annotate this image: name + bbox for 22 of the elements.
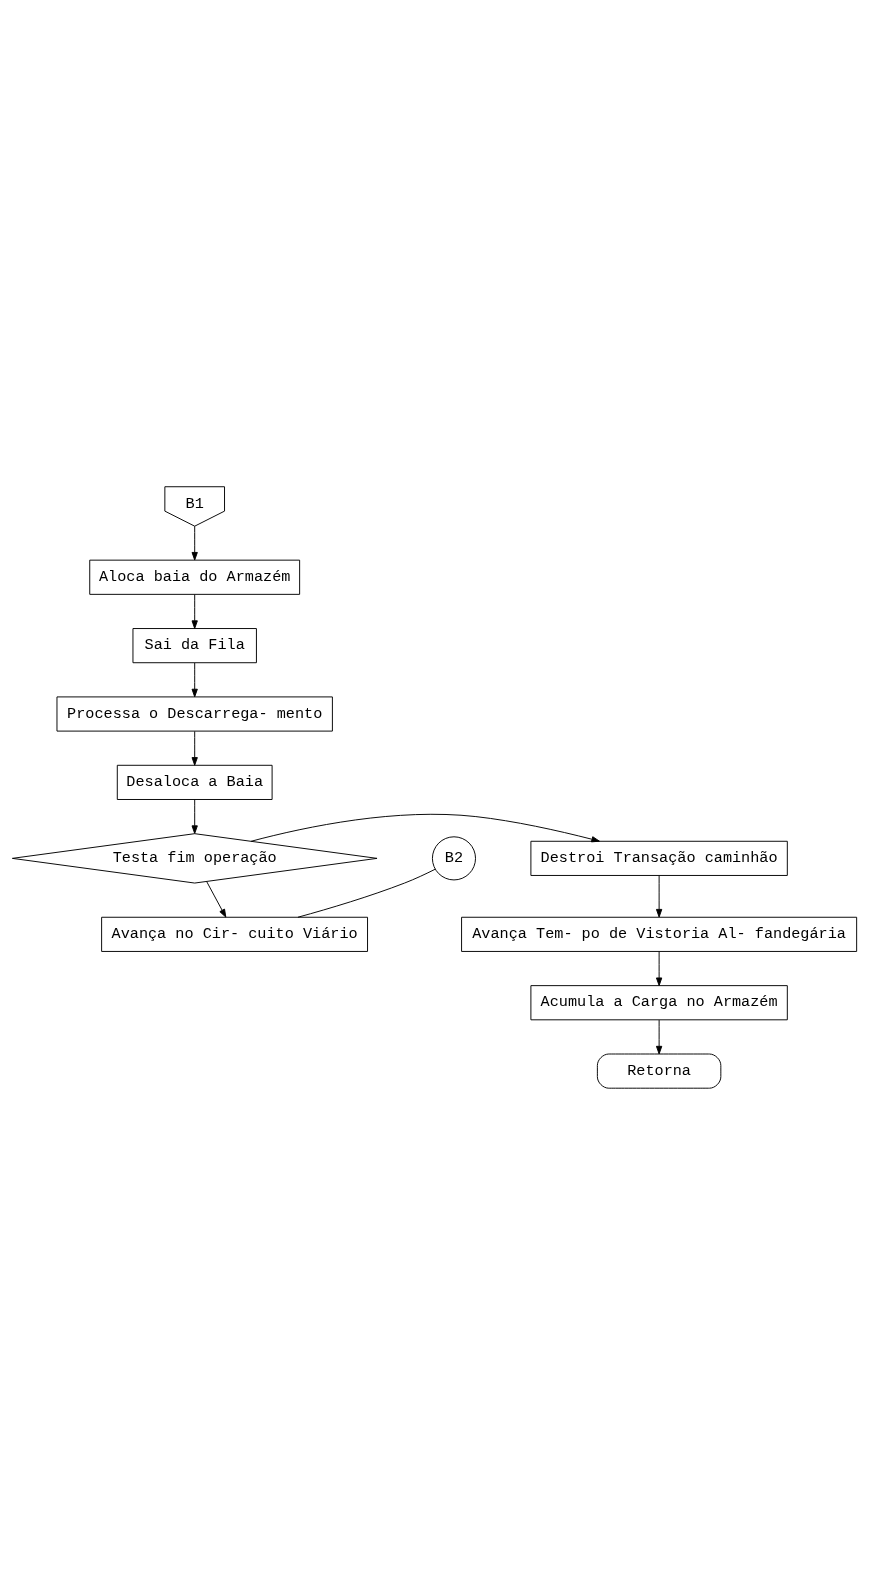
node-box: Sai da Fila: [132, 628, 257, 664]
arrow: [191, 730, 198, 766]
arrow: [191, 525, 198, 561]
connector: [297, 868, 436, 918]
arrow: [191, 662, 198, 698]
arrow: [206, 881, 227, 918]
node-diamond: Testa fim operação: [11, 833, 378, 884]
node-box: Acumula a Carga no Armazém: [530, 985, 788, 1021]
arrow: [191, 594, 198, 629]
node-box: Avança Tem- po de Vistoria Al- fandegária: [461, 916, 858, 952]
arrow: [250, 813, 600, 843]
node-box: Avança no Cir- cuito Viário: [101, 916, 368, 952]
node-box: Processa o Descarrega- mento: [56, 696, 333, 732]
node-circle: B2: [431, 836, 476, 881]
arrow: [655, 1019, 663, 1055]
arrow: [191, 799, 198, 834]
node-box: Destroi Transação caminhão: [530, 840, 788, 876]
node-box: Retorna: [596, 1053, 722, 1089]
node-box: Aloca baia do Armazém: [89, 559, 301, 595]
node-box: Desaloca a Baia: [116, 764, 273, 800]
arrow: [655, 875, 663, 918]
arrow: [655, 951, 663, 986]
